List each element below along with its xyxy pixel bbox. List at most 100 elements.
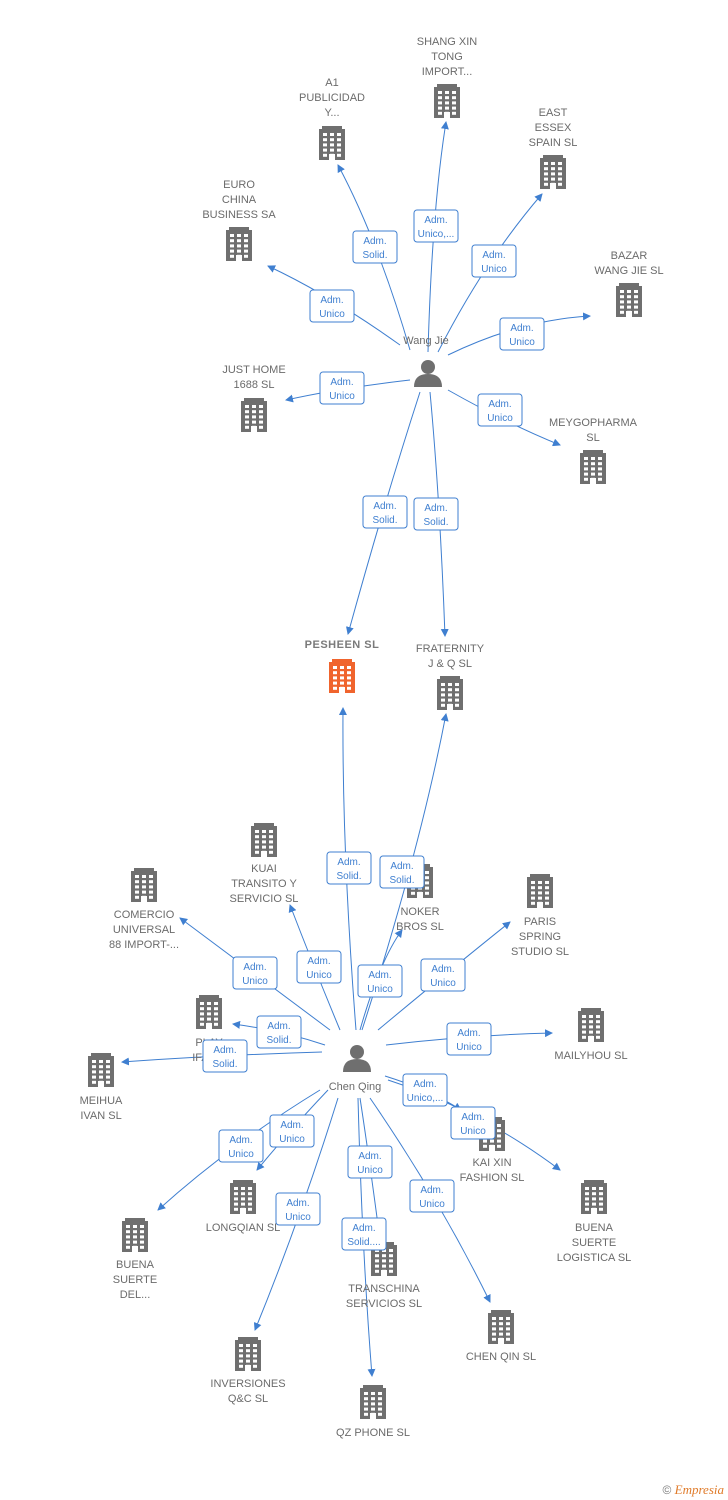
- relation-label-chen-kuai[interactable]: Adm.Unico: [296, 950, 342, 984]
- relation-label-chen-frat[interactable]: Adm.Solid.: [379, 855, 425, 889]
- company-label-euro-line-2[interactable]: CHINA: [222, 194, 257, 206]
- relation-label-chen-play[interactable]: Adm.Solid.: [256, 1015, 302, 1049]
- company-building-icon-frat[interactable]: [437, 676, 463, 710]
- relation-label-chen-pesheen[interactable]: Adm.Solid.: [326, 851, 372, 885]
- company-label-frat-line-2[interactable]: J & Q SL: [428, 658, 472, 670]
- company-label-buenalog-line-3[interactable]: LOGISTICA SL: [557, 1252, 632, 1264]
- brand-logo[interactable]: Empresia: [674, 1482, 724, 1497]
- company-label-chenqin-line-1[interactable]: CHEN QIN SL: [466, 1351, 536, 1363]
- company-label-buenalog-line-1[interactable]: BUENA: [575, 1222, 614, 1234]
- company-label-paris-line-2[interactable]: SPRING: [519, 931, 561, 943]
- relation-label-chen-buenadel[interactable]: Adm.Unico: [218, 1129, 264, 1163]
- person-icon-chen[interactable]: [343, 1045, 371, 1072]
- company-building-icon-east[interactable]: [540, 155, 566, 189]
- company-building-icon-kuai[interactable]: [251, 823, 277, 857]
- company-label-justhome-line-2[interactable]: 1688 SL: [234, 379, 275, 391]
- company-label-kuai-line-3[interactable]: SERVICIO SL: [230, 893, 299, 905]
- relation-label-chen-qzphone[interactable]: Adm.Solid....: [341, 1217, 387, 1251]
- company-label-kuai-line-1[interactable]: KUAI: [251, 863, 277, 875]
- relation-label-wang-meygo[interactable]: Adm.Unico: [477, 393, 523, 427]
- company-label-meihua-line-1[interactable]: MEIHUA: [80, 1095, 123, 1107]
- company-building-icon-paris[interactable]: [527, 874, 553, 908]
- relation-label-wang-justhome[interactable]: Adm.Unico: [319, 371, 365, 405]
- relation-label-wang-shang[interactable]: Adm.Unico,...: [413, 209, 459, 243]
- company-building-icon-bazar[interactable]: [616, 283, 642, 317]
- company-label-mailyhou-line-1[interactable]: MAILYHOU SL: [554, 1050, 627, 1062]
- relation-label-chen-mailyhou[interactable]: Adm.Unico: [446, 1022, 492, 1056]
- company-label-meihua-line-2[interactable]: IVAN SL: [80, 1110, 121, 1122]
- company-label-inversiones-line-1[interactable]: INVERSIONES: [210, 1378, 285, 1390]
- company-building-icon-mailyhou[interactable]: [578, 1008, 604, 1042]
- company-label-bazar-line-2[interactable]: WANG JIE SL: [594, 265, 663, 277]
- company-building-icon-play[interactable]: [196, 995, 222, 1029]
- company-label-paris-line-1[interactable]: PARIS: [524, 916, 556, 928]
- company-building-icon-qzphone[interactable]: [360, 1385, 386, 1419]
- company-label-east-line-2[interactable]: ESSEX: [535, 122, 572, 134]
- company-label-comercio-line-1[interactable]: COMERCIO: [114, 909, 175, 921]
- relation-label-chen-comercio[interactable]: Adm.Unico: [232, 956, 278, 990]
- company-label-shang-line-2[interactable]: TONG: [431, 51, 463, 63]
- company-label-buenadel-line-2[interactable]: SUERTE: [113, 1274, 157, 1286]
- company-building-icon-buenadel[interactable]: [122, 1218, 148, 1252]
- company-label-transchina-line-2[interactable]: SERVICIOS SL: [346, 1298, 422, 1310]
- company-building-icon-justhome[interactable]: [241, 398, 267, 432]
- company-label-longqian-line-1[interactable]: LONGQIAN SL: [206, 1222, 281, 1234]
- relation-label-wang-pesheen[interactable]: Adm.Solid.: [362, 495, 408, 529]
- company-label-kaixin-line-2[interactable]: FASHION SL: [460, 1172, 525, 1184]
- relation-label-wang-bazar[interactable]: Adm.Unico: [499, 317, 545, 351]
- company-building-icon-meygo[interactable]: [580, 450, 606, 484]
- company-label-a1-line-2[interactable]: PUBLICIDAD: [299, 92, 365, 104]
- company-label-paris-line-3[interactable]: STUDIO SL: [511, 946, 569, 958]
- relation-label-wang-frat[interactable]: Adm.Solid.: [413, 497, 459, 531]
- company-label-justhome-line-1[interactable]: JUST HOME: [222, 364, 285, 376]
- company-building-icon-pesheen[interactable]: [329, 659, 355, 693]
- company-label-kaixin-line-1[interactable]: KAI XIN: [472, 1157, 511, 1169]
- company-building-icon-buenalog[interactable]: [581, 1180, 607, 1214]
- company-building-icon-chenqin[interactable]: [488, 1310, 514, 1344]
- relation-label-wang-euro[interactable]: Adm.Unico: [309, 289, 355, 323]
- relation-label-chen-paris[interactable]: Adm.Unico: [420, 958, 466, 992]
- company-label-buenadel-line-3[interactable]: DEL...: [120, 1289, 151, 1301]
- company-label-east-line-1[interactable]: EAST: [539, 107, 568, 119]
- relation-label-chen-longqian[interactable]: Adm.Unico: [269, 1114, 315, 1148]
- relation-label-chen-transchina[interactable]: Adm.Unico: [347, 1145, 393, 1179]
- company-label-meygo-line-2[interactable]: SL: [586, 432, 599, 444]
- company-label-noker-line-1[interactable]: NOKER: [400, 906, 439, 918]
- relation-label-chen-buenalog[interactable]: Adm.Unico: [450, 1106, 496, 1140]
- company-label-east-line-3[interactable]: SPAIN SL: [529, 137, 578, 149]
- company-label-a1-line-3[interactable]: Y...: [324, 107, 339, 119]
- company-label-meygo-line-1[interactable]: MEYGOPHARMA: [549, 417, 638, 429]
- relation-label-chen-chenqin[interactable]: Adm.Unico: [409, 1179, 455, 1213]
- relation-label-chen-noker[interactable]: Adm.Unico: [357, 964, 403, 998]
- company-label-bazar-line-1[interactable]: BAZAR: [611, 250, 648, 262]
- company-building-icon-meihua[interactable]: [88, 1053, 114, 1087]
- company-building-icon-comercio[interactable]: [131, 868, 157, 902]
- company-building-icon-a1[interactable]: [319, 126, 345, 160]
- company-building-icon-longqian[interactable]: [230, 1180, 256, 1214]
- person-icon-wang[interactable]: [414, 360, 442, 387]
- relation-label-chen-kaixin[interactable]: Adm.Unico,...: [402, 1073, 448, 1107]
- relation-label-chen-inversiones[interactable]: Adm.Unico: [275, 1192, 321, 1226]
- relation-label-wang-east[interactable]: Adm.Unico: [471, 244, 517, 278]
- company-label-buenalog-line-2[interactable]: SUERTE: [572, 1237, 616, 1249]
- company-label-euro-line-1[interactable]: EURO: [223, 179, 255, 191]
- company-label-shang-line-3[interactable]: IMPORT...: [422, 66, 473, 78]
- company-building-icon-shang[interactable]: [434, 84, 460, 118]
- relation-label-chen-meihua[interactable]: Adm.Solid.: [202, 1039, 248, 1073]
- company-label-frat-line-1[interactable]: FRATERNITY: [416, 643, 485, 655]
- company-label-kuai-line-2[interactable]: TRANSITO Y: [231, 878, 297, 890]
- company-label-comercio-line-2[interactable]: UNIVERSAL: [113, 924, 175, 936]
- company-label-comercio-line-3[interactable]: 88 IMPORT-...: [109, 939, 179, 951]
- company-building-icon-inversiones[interactable]: [235, 1337, 261, 1371]
- company-label-shang-line-1[interactable]: SHANG XIN: [417, 36, 478, 48]
- company-label-pesheen-line-1[interactable]: PESHEEN SL: [305, 639, 380, 651]
- company-label-noker-line-2[interactable]: BROS SL: [396, 921, 444, 933]
- relation-label-wang-a1[interactable]: Adm.Solid.: [352, 230, 398, 264]
- company-label-qzphone-line-1[interactable]: QZ PHONE SL: [336, 1427, 410, 1439]
- company-label-euro-line-3[interactable]: BUSINESS SA: [202, 209, 276, 221]
- company-label-a1-line-1[interactable]: A1: [325, 77, 338, 89]
- company-label-inversiones-line-2[interactable]: Q&C SL: [228, 1393, 268, 1405]
- company-label-buenadel-line-1[interactable]: BUENA: [116, 1259, 155, 1271]
- person-label-wang[interactable]: Wang Jie: [403, 335, 448, 347]
- company-building-icon-euro[interactable]: [226, 227, 252, 261]
